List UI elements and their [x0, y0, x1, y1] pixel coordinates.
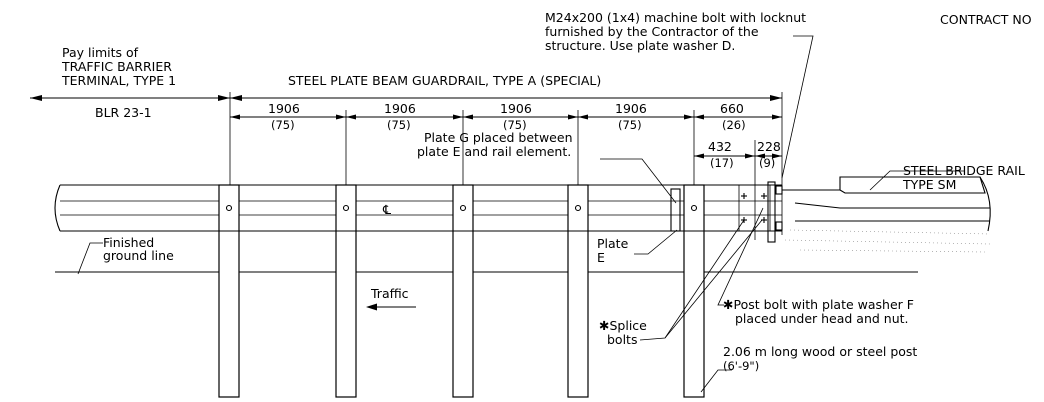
pay-limit-arrow-left	[30, 95, 42, 101]
post-bolt-leader	[717, 207, 764, 306]
blr-label: BLR 23-1	[95, 105, 152, 120]
contract-number-label: CONTRACT NO	[940, 12, 1032, 27]
dimension-3-imperial: (75)	[503, 118, 527, 132]
rail-over-posts	[219, 184, 704, 232]
plate-g-leader	[600, 158, 677, 204]
post-length-leader	[700, 369, 732, 393]
plate-e-label-2: E	[597, 250, 605, 265]
pay-limits-line-3: TERMINAL, TYPE 1	[61, 73, 176, 88]
splice-leader-2	[664, 219, 763, 339]
guardrail-arrow-left	[230, 95, 242, 101]
dimension-2-value: 1906	[384, 101, 416, 116]
plate-g-note-line-2: plate E and rail element.	[417, 144, 571, 159]
centerline-symbol: ℄	[382, 202, 391, 217]
post-bolt-note-line-1: ✱Post bolt with plate washer F	[723, 297, 914, 312]
plate-e-label-1: Plate	[597, 236, 629, 251]
guardrail-title: STEEL PLATE BEAM GUARDRAIL, TYPE A (SPEC…	[288, 73, 601, 88]
bolt-note-line-1: M24x200 (1x4) machine bolt with locknut	[545, 10, 806, 25]
dimension-1-imperial: (75)	[271, 118, 295, 132]
post-1	[218, 184, 240, 398]
splice-bolts-label-line-1: ✱Splice	[599, 318, 647, 333]
sub-dimension-1-value: 432	[708, 139, 732, 154]
plate-g-note-line-1: Plate G placed between	[424, 130, 573, 145]
guardrail-arrow-right	[770, 95, 782, 101]
traffic-arrow-icon	[366, 303, 377, 311]
dimension-2-imperial: (75)	[387, 118, 411, 132]
dimension-3-value: 1906	[500, 101, 532, 116]
post-bolt-note-line-2: placed under head and nut.	[735, 311, 909, 326]
bolt-note-line-3: structure. Use plate washer D.	[545, 38, 735, 53]
splice-region	[738, 184, 771, 232]
pay-limit-arrow-right	[218, 95, 230, 101]
post-length-imperial: (6'-9")	[723, 359, 759, 373]
rail-end-break	[54, 184, 61, 232]
segment-arrowheads	[230, 114, 782, 120]
post-2	[335, 184, 357, 398]
post-5	[683, 184, 705, 398]
ground-leader	[77, 242, 103, 275]
splice-bolts	[741, 193, 767, 223]
sub-dimension-1-imperial: (17)	[710, 156, 734, 170]
post-length-note: 2.06 m long wood or steel post	[723, 344, 917, 359]
bridge-rail-end-plate	[767, 181, 776, 243]
dimension-1-value: 1906	[268, 101, 300, 116]
bridge-rail-label-line-1: STEEL BRIDGE RAIL	[903, 163, 1025, 178]
bridge-rail-label-line-2: TYPE SM	[902, 177, 956, 192]
dimension-5-imperial: (26)	[722, 118, 746, 132]
post-bolts	[225, 204, 698, 212]
guardrail-posts	[218, 184, 705, 398]
bolt-note-line-2: furnished by the Contractor of the	[545, 24, 759, 39]
plate-e-leader	[634, 229, 678, 255]
bridge-rail-leader	[869, 170, 965, 191]
dimension-4-imperial: (75)	[618, 118, 642, 132]
splice-bolts-label-line-2: bolts	[607, 332, 637, 347]
sub-dimension-arrowheads	[694, 153, 782, 159]
ground-label-line-1: Finished	[103, 235, 154, 250]
post-3	[452, 184, 474, 398]
pay-limits-line-2: TRAFFIC BARRIER	[61, 59, 172, 74]
ground-label-line-2: ground line	[103, 248, 174, 263]
steel-bridge-rail	[767, 176, 991, 253]
sub-dimension-2-value: 228	[757, 139, 781, 154]
dimension-4-value: 1906	[615, 101, 647, 116]
traffic-label: Traffic	[370, 286, 409, 301]
sub-dimension-2-imperial: (9)	[759, 156, 775, 170]
pay-limits-line-1: Pay limits of	[62, 45, 139, 60]
bolt-note-leader	[781, 35, 814, 179]
dimension-5-value: 660	[720, 101, 744, 116]
plate-g	[670, 188, 681, 232]
post-4	[567, 184, 589, 398]
